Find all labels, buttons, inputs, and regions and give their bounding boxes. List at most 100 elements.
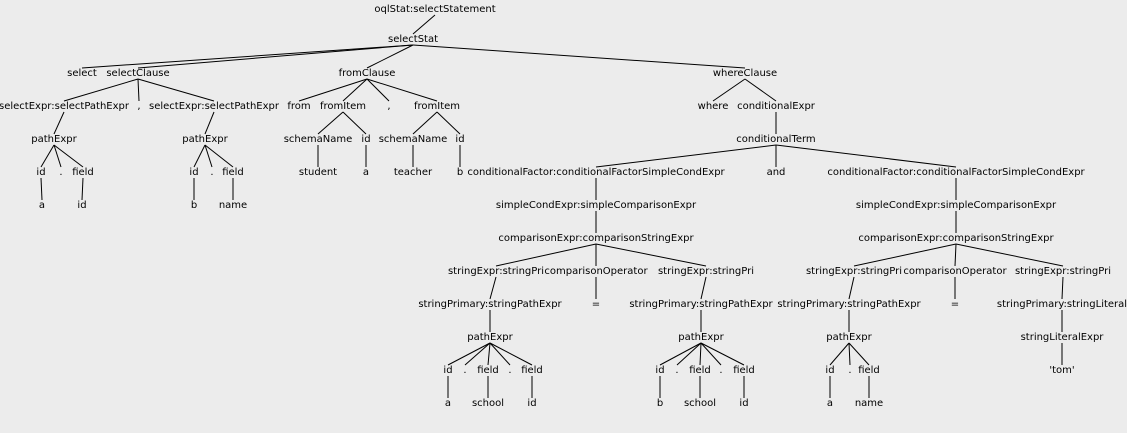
tree-node: and	[767, 167, 786, 178]
tree-node: oqlStat:selectStatement	[374, 4, 495, 15]
tree-node: id	[655, 365, 664, 376]
tree-edge	[40, 177, 43, 201]
tree-node: schemaName	[379, 134, 448, 145]
tree-node: a	[827, 398, 833, 409]
tree-node: =	[592, 299, 600, 310]
tree-edge	[137, 78, 140, 102]
tree-edge	[81, 177, 84, 201]
tree-edge	[447, 342, 491, 366]
tree-node: pathExpr	[182, 134, 228, 145]
tree-node: stringPrimary:stringLiteral	[997, 299, 1127, 310]
tree-node: 'tom'	[1049, 365, 1074, 376]
tree-node: school	[684, 398, 716, 409]
tree-edge	[53, 144, 84, 168]
tree-node: stringExpr:stringPri	[658, 266, 754, 277]
tree-edge	[853, 243, 957, 267]
tree-edge	[342, 111, 367, 135]
tree-node: b	[457, 167, 463, 178]
tree-node: id	[825, 365, 834, 376]
tree-node: a	[363, 167, 369, 178]
tree-edge	[412, 44, 746, 69]
tree-node: stringPrimary:stringPathExpr	[777, 299, 921, 310]
tree-node: field	[689, 365, 711, 376]
tree-node: id	[739, 398, 748, 409]
tree-node: teacher	[394, 167, 433, 178]
tree-node: stringLiteralExpr	[1021, 332, 1105, 343]
tree-node: stringPrimary:stringPathExpr	[629, 299, 773, 310]
tree-edge	[53, 111, 65, 135]
tree-node: fromItem	[320, 101, 366, 112]
tree-node: b	[657, 398, 663, 409]
tree-edge	[193, 144, 206, 168]
tree-edge	[464, 342, 491, 366]
tree-edge	[659, 342, 702, 366]
tree-edge	[53, 144, 62, 168]
tree-node: selectClause	[106, 68, 169, 79]
tree-node: id	[36, 167, 45, 178]
tree-node: stringExpr:stringPri	[1015, 266, 1111, 277]
tree-edge	[204, 144, 234, 168]
tree-node: select	[67, 68, 97, 79]
tree-node: a	[445, 398, 451, 409]
tree-node: ,	[387, 101, 390, 112]
tree-edge	[848, 342, 870, 366]
tree-node: field	[222, 167, 244, 178]
tree-edge	[1061, 276, 1064, 300]
tree-node: comparisonExpr:comparisonStringExpr	[498, 233, 694, 244]
tree-node: student	[299, 167, 337, 178]
tree-edge	[40, 144, 55, 168]
tree-edge	[204, 144, 213, 168]
tree-edge	[366, 78, 438, 102]
tree-node: field	[72, 167, 94, 178]
tree-edge	[700, 276, 707, 300]
tree-node: selectExpr:selectPathExpr	[0, 101, 130, 112]
tree-node: simpleCondExpr:simpleComparisonExpr	[856, 200, 1057, 211]
tree-edge	[712, 78, 746, 102]
tree-edge	[848, 342, 851, 366]
tree-node: a	[39, 200, 45, 211]
tree-edge	[137, 78, 215, 102]
tree-node: name	[219, 200, 247, 211]
tree-node: field	[477, 365, 499, 376]
tree-node: comparisonOperator	[903, 266, 1007, 277]
tree-node: id	[527, 398, 536, 409]
tree-node: comparisonExpr:comparisonStringExpr	[858, 233, 1054, 244]
tree-node: id	[455, 134, 464, 145]
tree-node: .	[463, 365, 466, 376]
tree-node: id	[361, 134, 370, 145]
tree-edge	[436, 111, 461, 135]
tree-edge	[955, 243, 1064, 267]
tree-node: field	[733, 365, 755, 376]
tree-node: simpleCondExpr:simpleComparisonExpr	[496, 200, 697, 211]
tree-node: pathExpr	[31, 134, 77, 145]
tree-node: .	[719, 365, 722, 376]
tree-edge	[137, 44, 414, 69]
tree-node: comparisonOperator	[544, 266, 648, 277]
tree-node: stringPrimary:stringPathExpr	[418, 299, 562, 310]
tree-edge	[487, 342, 491, 366]
tree-node: id	[189, 167, 198, 178]
tree-edge	[63, 78, 139, 102]
tree-edge	[829, 342, 850, 366]
tree-edge	[298, 78, 368, 102]
tree-node: pathExpr	[467, 332, 513, 343]
tree-node: selectStat	[388, 34, 438, 45]
tree-node: pathExpr	[678, 332, 724, 343]
tree-node: .	[508, 365, 511, 376]
tree-edge	[595, 243, 707, 267]
tree-node: field	[858, 365, 880, 376]
tree-node: id	[443, 365, 452, 376]
tree-node: ,	[137, 101, 140, 112]
tree-node: field	[521, 365, 543, 376]
tree-edge	[700, 342, 722, 366]
tree-node: stringExpr:stringPri	[806, 266, 902, 277]
tree-edge	[700, 342, 745, 366]
tree-node: .	[848, 365, 851, 376]
tree-node: conditionalFactor:conditionalFactorSimpl…	[467, 167, 725, 178]
tree-node: whereClause	[713, 68, 777, 79]
tree-node: schemaName	[284, 134, 353, 145]
tree-node: name	[855, 398, 883, 409]
tree-edge	[676, 342, 702, 366]
tree-node: pathExpr	[826, 332, 872, 343]
